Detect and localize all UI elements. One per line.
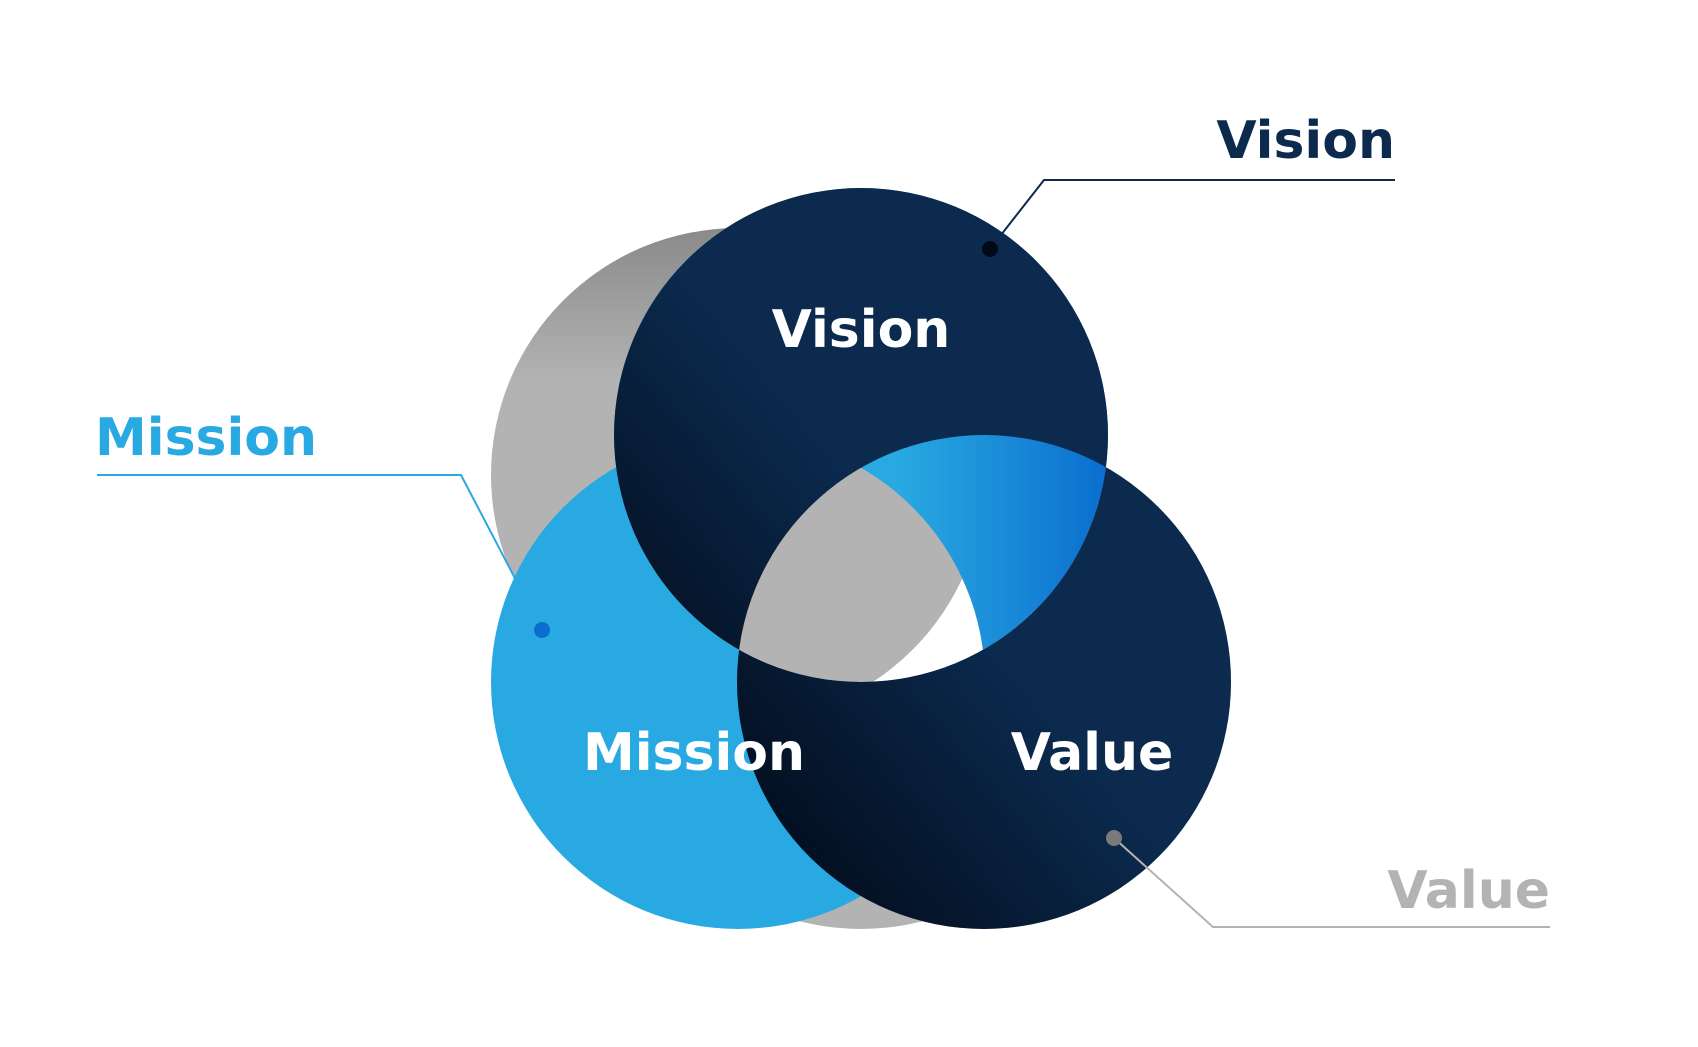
mission-leader-line (97, 474, 543, 631)
value-circle-label: Value (1011, 723, 1174, 783)
vision-callout-label: Vision (1216, 111, 1395, 171)
value-callout-dot (1106, 830, 1122, 846)
vision-circle-label: Vision (772, 300, 951, 360)
mission-circle-label: Mission (583, 723, 805, 783)
vision-circle (614, 188, 1231, 929)
mission-callout-label: Mission (95, 408, 317, 468)
vision-callout: Vision (982, 111, 1395, 257)
value-callout-label: Value (1387, 861, 1550, 921)
value-callout: Value (1106, 830, 1550, 928)
value-leader-line (1113, 837, 1550, 928)
mission-callout-dot (534, 622, 550, 638)
vision-callout-dot (982, 241, 998, 257)
vision-leader-line (989, 179, 1395, 250)
mission-callout: Mission (95, 408, 550, 638)
